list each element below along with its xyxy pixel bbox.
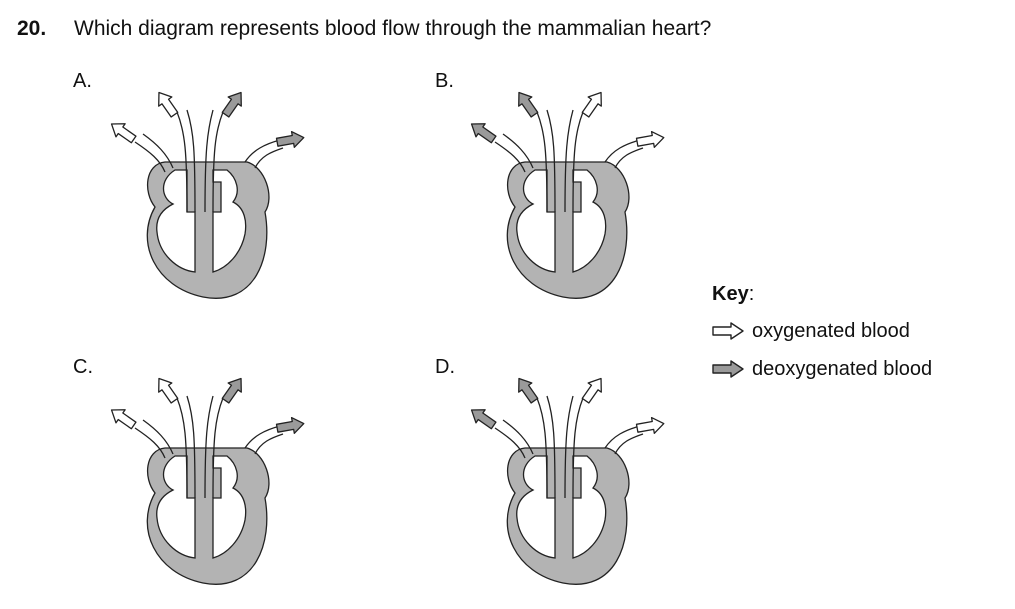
deoxygenated-arrow-icon [712, 360, 744, 378]
vessel-wall [142, 133, 174, 169]
deoxygenated-arrow-icon [518, 91, 539, 118]
vessel-wall [614, 147, 644, 169]
heart-diagram-a [110, 91, 305, 299]
vessel-wall [134, 427, 166, 459]
vessel-wall [502, 133, 534, 169]
oxygenated-arrow-icon [110, 123, 137, 144]
deoxygenated-arrow-icon [221, 91, 242, 118]
option-a-label: A. [73, 70, 92, 92]
heart-diagram-b [470, 91, 665, 299]
question-text: Which diagram represents blood flow thro… [74, 17, 712, 40]
left-chamber [516, 169, 556, 273]
option-b-label: B. [435, 70, 454, 92]
deoxygenated-arrow-icon [518, 377, 539, 404]
vessel-wall [494, 427, 526, 459]
vessel-wall [186, 109, 196, 213]
oxygenated-arrow-icon [712, 322, 744, 340]
heart-diagram-d [470, 377, 665, 585]
question-number: 20. [17, 17, 47, 40]
right-chamber [572, 169, 607, 273]
deoxygenated-arrow-icon [470, 409, 497, 430]
key-label-deoxygenated: deoxygenated blood [752, 357, 933, 380]
right-chamber [212, 455, 247, 559]
deoxygenated-arrow-icon [275, 130, 305, 149]
left-chamber [516, 455, 556, 559]
vessel-wall [186, 395, 196, 499]
oxygenated-arrow-icon [158, 91, 179, 118]
key-label-oxygenated: oxygenated blood [752, 319, 910, 342]
vessel-wall [502, 419, 534, 455]
deoxygenated-arrow-icon [221, 377, 242, 404]
vessel-wall [614, 433, 644, 455]
left-chamber [156, 455, 196, 559]
option-c-label: C. [73, 356, 93, 378]
vessel-wall [176, 397, 188, 499]
vessel-wall [536, 111, 548, 213]
right-chamber [572, 455, 607, 559]
key-row-deoxygenated: deoxygenated blood [712, 350, 992, 388]
vessel-wall [564, 109, 574, 213]
vessel-wall [134, 141, 166, 173]
oxygenated-arrow-icon [581, 91, 602, 118]
oxygenated-arrow-icon [158, 377, 179, 404]
oxygenated-arrow-icon [581, 377, 602, 404]
vessel-wall [536, 397, 548, 499]
option-d-label: D. [435, 356, 455, 378]
key-row-oxygenated: oxygenated blood [712, 312, 992, 350]
oxygenated-arrow-icon [635, 130, 665, 149]
vessel-wall [494, 141, 526, 173]
deoxygenated-arrow-icon [275, 416, 305, 435]
vessel-wall [142, 419, 174, 455]
vessel-wall [176, 111, 188, 213]
heart-diagram-c [110, 377, 305, 585]
deoxygenated-arrow-icon [470, 123, 497, 144]
vessel-wall [572, 397, 584, 499]
key-title: Key: [712, 283, 755, 305]
vessel-wall [204, 109, 214, 213]
vessel-wall [204, 395, 214, 499]
vessel-wall [564, 395, 574, 499]
oxygenated-arrow-icon [110, 409, 137, 430]
left-chamber [156, 169, 196, 273]
right-chamber [212, 169, 247, 273]
vessel-wall [546, 395, 556, 499]
key-legend: Key: oxygenated blood deoxygenated blood [712, 283, 992, 388]
vessel-wall [212, 397, 224, 499]
vessel-wall [254, 433, 284, 455]
vessel-wall [254, 147, 284, 169]
vessel-wall [546, 109, 556, 213]
vessel-wall [572, 111, 584, 213]
oxygenated-arrow-icon [635, 416, 665, 435]
vessel-wall [212, 111, 224, 213]
